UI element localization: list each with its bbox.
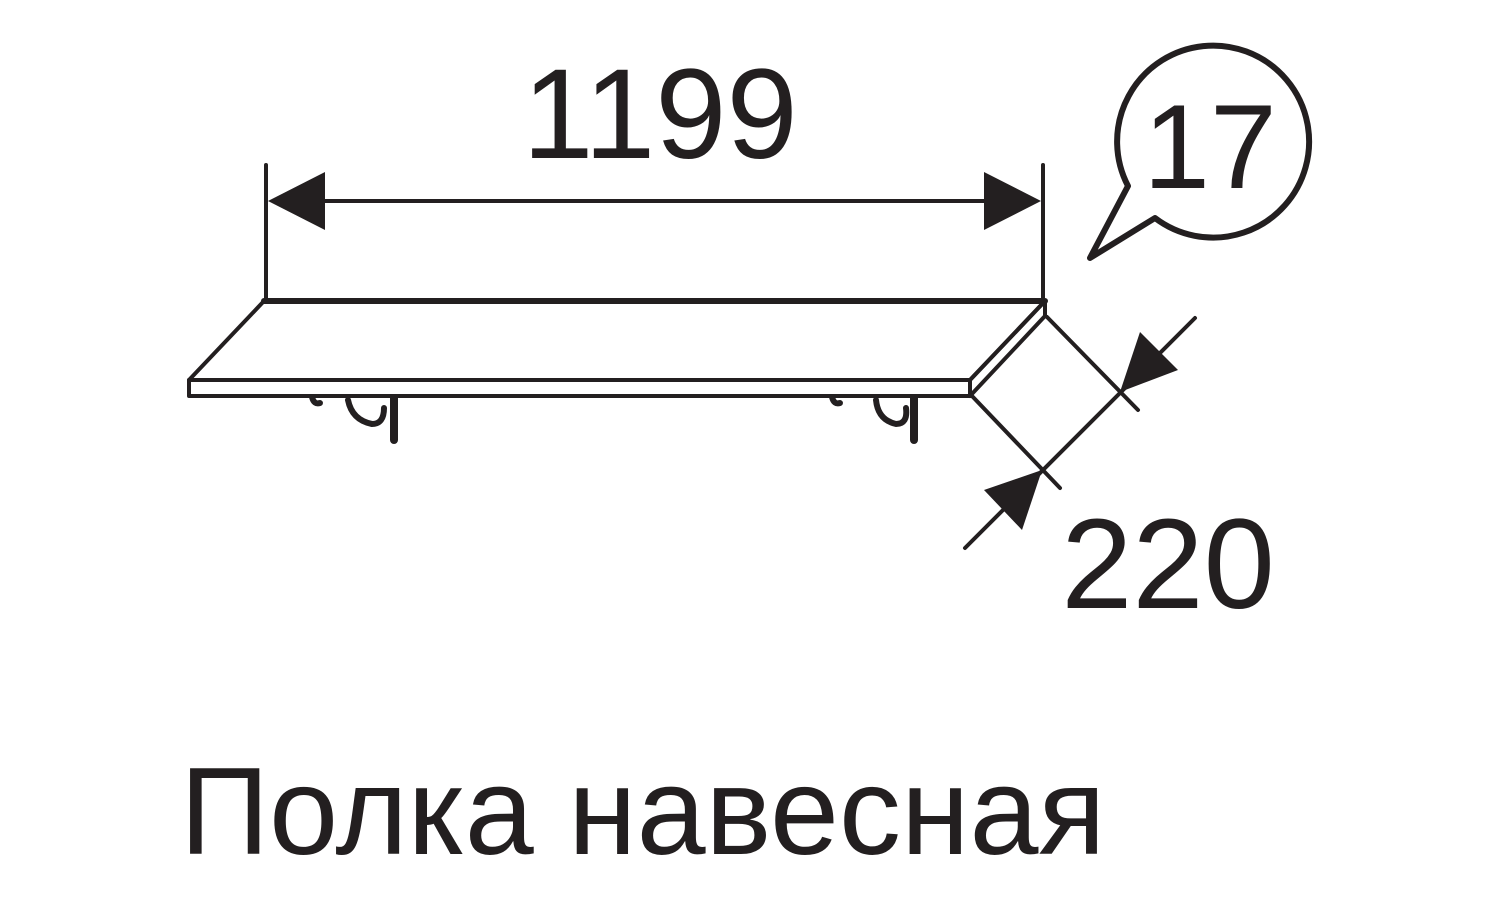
width-arrow-left (268, 172, 325, 230)
width-arrow-right (984, 172, 1041, 230)
width-label: 1199 (522, 43, 797, 186)
depth-arrow-top (1120, 332, 1178, 392)
mounting-bracket-right (829, 394, 918, 444)
depth-extension-line-back (1045, 315, 1140, 412)
mounting-bracket-left (309, 394, 398, 444)
shelf-top-face (187, 299, 1047, 382)
shelf-front-edge (187, 378, 972, 398)
part-callout: 17 (1087, 42, 1313, 261)
depth-label: 220 (1061, 493, 1275, 636)
bracket-hook-right-a (829, 394, 843, 407)
depth-arrow-bottom (984, 470, 1042, 530)
width-dimension: 1199 (264, 43, 1045, 302)
bracket-hook-right-b (873, 397, 910, 427)
shelf-right-edge (968, 299, 1047, 398)
shelf-board (187, 298, 1048, 398)
bracket-hook-left-b (345, 397, 387, 427)
caption-title: Полка навесная (180, 743, 1106, 881)
callout-number: 17 (1143, 80, 1276, 214)
bracket-hook-left-a (309, 394, 323, 407)
depth-extension-line-front (970, 394, 1062, 490)
callout-bubble (1087, 42, 1313, 261)
depth-dimension: 220 (963, 315, 1275, 636)
